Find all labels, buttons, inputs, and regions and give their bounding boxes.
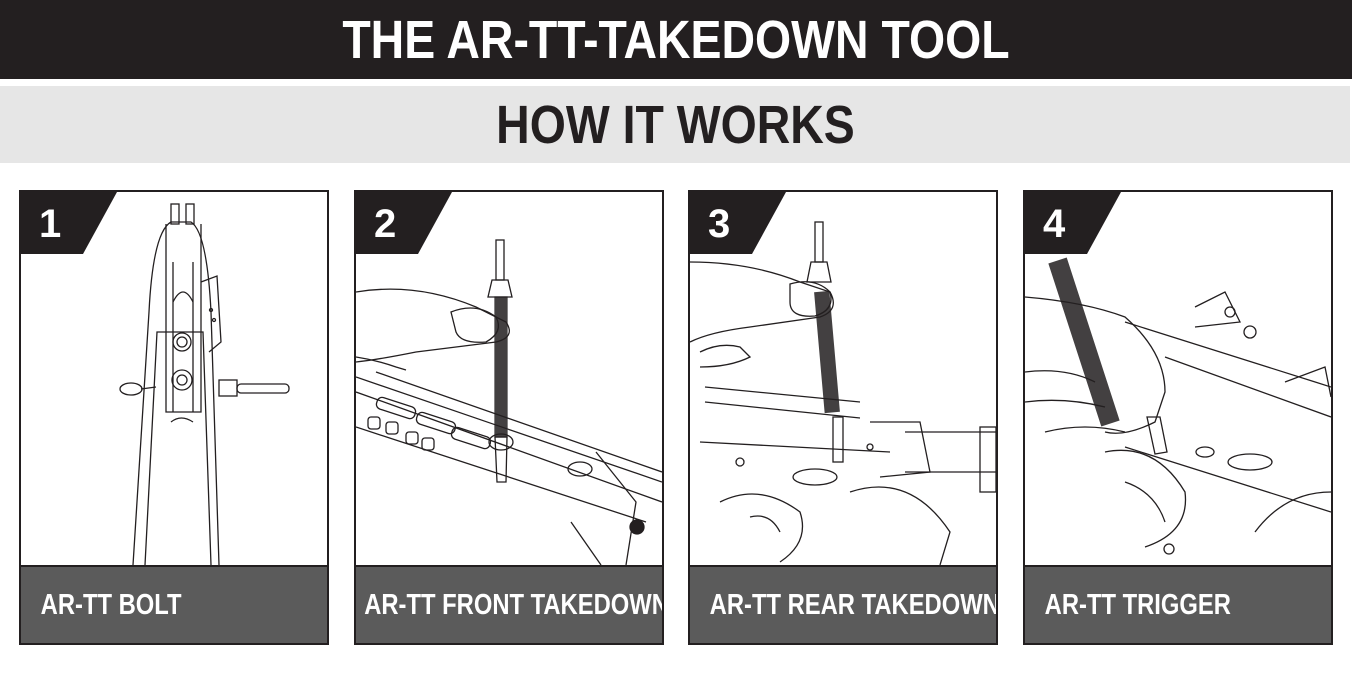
step-caption-bar: AR-TT BOLT [21, 565, 327, 643]
step-badge [1025, 192, 1121, 254]
step-caption: AR-TT TRIGGER [1044, 588, 1231, 621]
page-title: THE AR-TT-TAKEDOWN TOOL [342, 9, 1010, 70]
step-number: 3 [708, 202, 731, 246]
step-caption-bar: AR-TT TRIGGER [1025, 565, 1331, 643]
step-badge [21, 192, 117, 254]
step-caption: AR-TT FRONT TAKEDOWN [364, 588, 664, 621]
bolt-illustration-icon [119, 203, 290, 565]
step-panel-2: 2 AR-TT FRONT TAKEDOWN [354, 190, 664, 645]
page-subtitle: HOW IT WORKS [495, 94, 855, 155]
step-panel-4: 4 AR-TT TRIGGER [1023, 190, 1333, 645]
step-caption: AR-TT BOLT [40, 588, 182, 621]
trigger-illustration-icon [1025, 257, 1331, 555]
step-number: 2 [374, 202, 397, 246]
step-caption-bar: AR-TT REAR TAKEDOWN [690, 565, 996, 643]
step-caption-bar: AR-TT FRONT TAKEDOWN [356, 565, 662, 643]
step-number: 4 [1043, 202, 1066, 246]
step-panel-1: 1 AR-TT BOLT [19, 190, 329, 645]
front-takedown-illustration-icon [356, 239, 662, 565]
rear-takedown-illustration-icon [690, 221, 996, 565]
step-badge [690, 192, 786, 254]
step-number: 1 [39, 202, 62, 246]
title-banner: THE AR-TT-TAKEDOWN TOOL [0, 0, 1352, 79]
step-panel-3: 3 AR-TT REAR TAKEDOWN [688, 190, 998, 645]
subtitle-banner: HOW IT WORKS [0, 86, 1350, 163]
step-caption: AR-TT REAR TAKEDOWN [709, 588, 998, 621]
step-badge [356, 192, 452, 254]
